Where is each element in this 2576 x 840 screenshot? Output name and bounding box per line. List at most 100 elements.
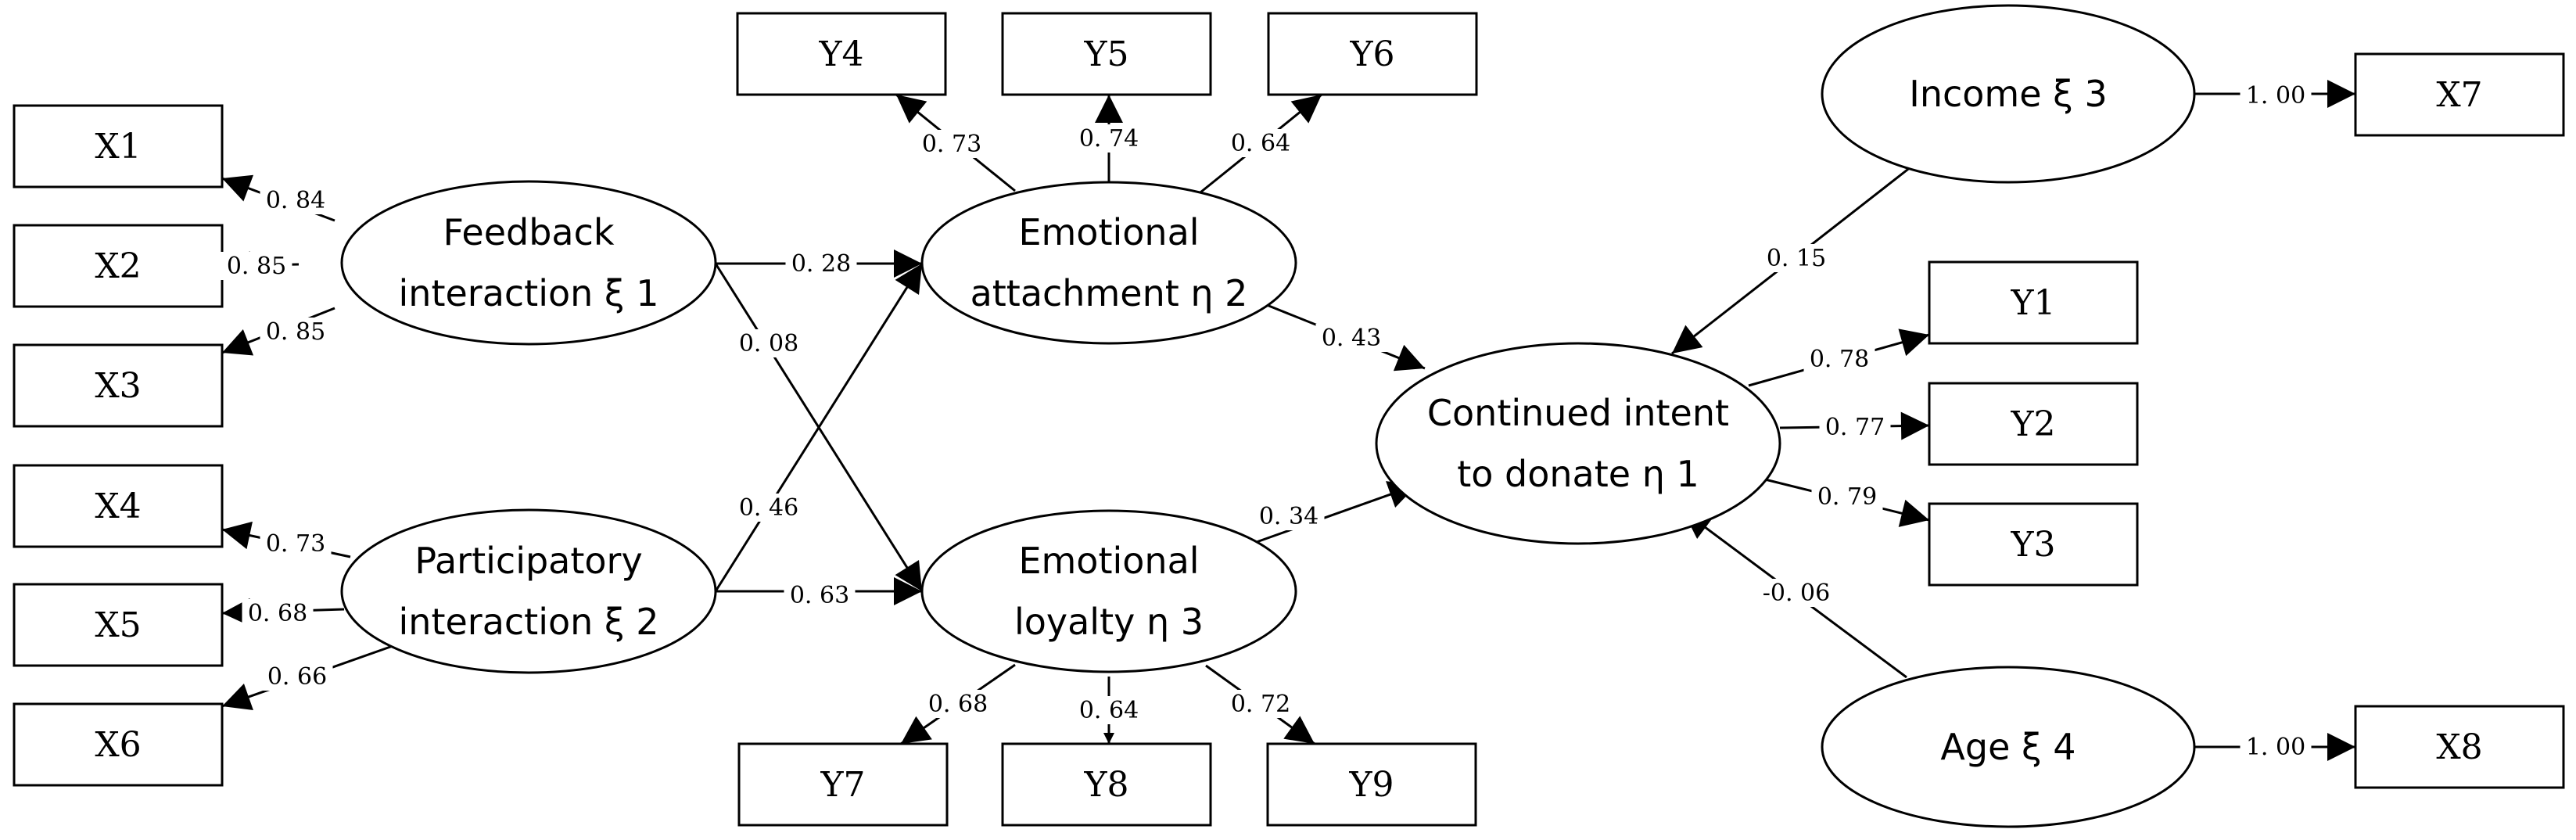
observed-variable-y2: Y2 [1928,382,2139,466]
coefficient-label-eta2-eta1: 0. 43 [1315,324,1387,352]
observed-variable-x2: X2 [13,224,224,308]
svg-text:1. 00: 1. 00 [2246,82,2305,109]
coefficient-label-eta2-y5: 0. 74 [1073,124,1145,153]
svg-text:X7: X7 [2436,75,2482,115]
svg-text:0. 15: 0. 15 [1767,245,1826,272]
svg-text:0. 73: 0. 73 [266,530,325,558]
svg-text:0. 74: 0. 74 [1079,125,1139,153]
path-coefficients: 0. 84 0. 85 0. 85 0. 73 0. 68 0. 66 0. 73 0. 74… [221,81,2312,761]
latent-variable-xi3: Income ξ 3 [1821,4,2196,184]
path-eta3-to-eta1 [1254,481,1418,544]
svg-text:to donate η 1: to donate η 1 [1457,453,1699,495]
svg-text:Emotional: Emotional [1018,540,1199,582]
svg-text:X8: X8 [2436,727,2482,767]
svg-text:Age ξ 4: Age ξ 4 [1940,726,2076,768]
observed-variable-x4: X4 [13,464,224,548]
svg-text:0. 64: 0. 64 [1231,130,1290,157]
svg-text:Emotional: Emotional [1018,211,1199,253]
observed-variable-y6: Y6 [1267,12,1478,96]
coefficient-label-eta1-y1: 0. 78 [1803,345,1875,373]
svg-text:Y5: Y5 [1083,34,1128,74]
svg-text:0. 64: 0. 64 [1079,697,1139,724]
svg-text:1. 00: 1. 00 [2246,734,2305,761]
svg-text:interaction ξ 2: interaction ξ 2 [399,601,659,643]
coefficient-label-xi2-x6: 0. 66 [261,662,333,691]
svg-text:Y2: Y2 [2010,404,2055,444]
svg-text:X3: X3 [95,366,141,406]
coefficient-label-xi3-x7: 1. 00 [2240,81,2312,109]
svg-text:Income ξ 3: Income ξ 3 [1909,73,2107,115]
path-xi2-to-eta2 [714,263,924,592]
coefficient-label-xi4-x8: 1. 00 [2240,733,2312,761]
svg-text:Y9: Y9 [1348,765,1394,805]
coefficient-label-xi1-x2: 0. 85 [221,252,292,280]
svg-text:0. 68: 0. 68 [928,691,988,718]
latent-variable-xi1: Feedback interaction ξ 1 [340,180,717,346]
svg-text:X6: X6 [95,725,141,765]
svg-text:0. 28: 0. 28 [791,250,851,278]
coefficient-label-xi3-eta1: 0. 15 [1760,244,1832,272]
coefficient-label-xi1-x1: 0. 84 [260,186,332,214]
latent-variable-xi4: Age ξ 4 [1821,666,2196,828]
observed-variable-x6: X6 [13,702,224,787]
coefficient-label-xi1-eta2: 0. 28 [785,249,857,278]
svg-text:0. 46: 0. 46 [739,494,798,522]
coefficient-label-xi1-x3: 0. 85 [260,318,332,346]
svg-text:interaction ξ 1: interaction ξ 1 [399,272,659,314]
svg-text:0. 08: 0. 08 [739,330,798,357]
observed-variable-y9: Y9 [1266,742,1477,827]
observed-variable-y1: Y1 [1928,260,2139,345]
svg-text:0. 63: 0. 63 [790,582,849,609]
svg-text:0. 84: 0. 84 [266,187,325,214]
observed-variable-x1: X1 [13,104,224,188]
svg-text:0. 79: 0. 79 [1817,483,1877,511]
svg-text:0. 68: 0. 68 [248,600,307,627]
coefficient-label-eta3-eta1: 0. 34 [1253,502,1325,530]
observed-variable-x8: X8 [2354,705,2565,789]
coefficient-label-eta2-y4: 0. 73 [916,130,988,158]
svg-text:X5: X5 [95,605,141,645]
svg-text:-0. 06: -0. 06 [1763,580,1830,607]
svg-text:Feedback: Feedback [443,211,614,253]
observed-variable-y8: Y8 [1001,742,1212,827]
svg-text:0. 66: 0. 66 [267,663,327,691]
coefficient-label-xi1-eta3: 0. 08 [733,329,805,357]
coefficient-label-xi2-eta2: 0. 46 [733,494,805,522]
svg-text:attachment η 2: attachment η 2 [970,272,1248,314]
observed-variable-x3: X3 [13,343,224,428]
coefficient-label-eta2-y6: 0. 64 [1225,129,1297,157]
coefficient-label-xi2-x4: 0. 73 [260,529,332,558]
svg-text:0. 43: 0. 43 [1322,325,1381,352]
coefficient-label-xi2-x5: 0. 68 [242,599,314,627]
observed-variable-y4: Y4 [736,12,947,96]
svg-text:0. 34: 0. 34 [1259,503,1318,530]
svg-text:0. 85: 0. 85 [266,318,325,346]
svg-text:Y7: Y7 [820,765,865,805]
coefficient-label-eta1-y3: 0. 79 [1811,483,1883,511]
observed-variable-y3: Y3 [1928,502,2139,587]
svg-text:X4: X4 [95,486,141,526]
svg-text:Y4: Y4 [818,34,863,74]
svg-text:0. 77: 0. 77 [1825,414,1885,441]
svg-text:loyalty η 3: loyalty η 3 [1014,601,1204,643]
latent-variable-eta3: Emotional loyalty η 3 [920,509,1297,673]
svg-text:Y6: Y6 [1349,34,1394,74]
svg-text:X2: X2 [95,246,141,286]
coefficient-label-eta3-y9: 0. 72 [1225,690,1297,718]
svg-text:0. 78: 0. 78 [1810,346,1869,373]
observed-variable-y5: Y5 [1001,12,1212,96]
observed-variable-y7: Y7 [737,742,949,827]
svg-text:0. 85: 0. 85 [227,253,286,280]
svg-text:0. 72: 0. 72 [1231,691,1290,718]
coefficient-label-eta1-y2: 0. 77 [1819,413,1891,441]
svg-text:Y3: Y3 [2010,525,2055,565]
observed-variable-x7: X7 [2354,52,2565,137]
svg-text:Y8: Y8 [1083,765,1128,805]
svg-text:Continued intent: Continued intent [1427,392,1729,434]
observed-variable-x5: X5 [13,583,224,667]
coefficient-label-eta3-y8: 0. 64 [1073,696,1145,724]
svg-text:0. 73: 0. 73 [922,131,981,158]
